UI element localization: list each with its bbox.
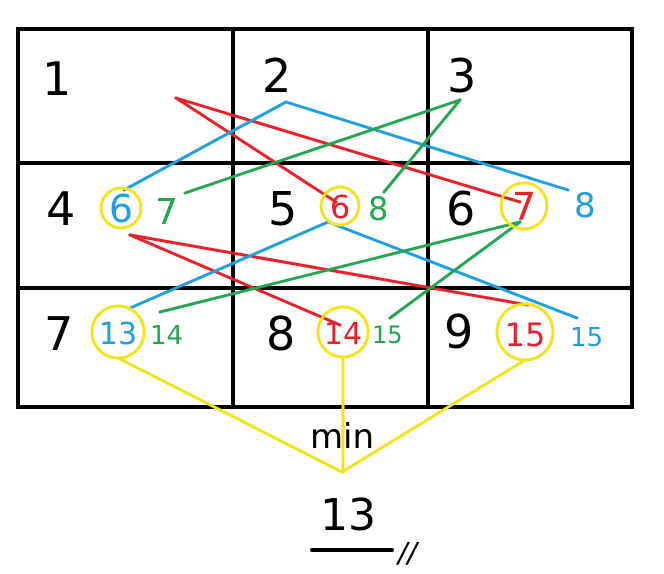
side-values: 7 8 8 14 15 15 (150, 186, 603, 353)
circled-value: 7 (512, 185, 536, 229)
cell-number: 8 (266, 307, 295, 361)
cell-number: 2 (262, 49, 291, 103)
blue-edge (122, 100, 288, 192)
side-value: 8 (368, 190, 388, 228)
grid (16, 27, 634, 409)
min-connector (340, 358, 527, 474)
min-label: min (310, 417, 374, 457)
green-edge (158, 220, 522, 314)
highlight-circle (319, 185, 361, 227)
highlight-circle (99, 186, 143, 230)
grid-border (16, 27, 634, 409)
cell-number: 4 (46, 182, 75, 236)
circled-value: 14 (324, 317, 362, 352)
side-value: 8 (574, 186, 596, 226)
done-mark: // (395, 536, 419, 569)
cell-number: 1 (42, 52, 71, 106)
min-connector (116, 356, 344, 474)
circled-values: 6 6 7 13 14 15 (99, 185, 545, 354)
yellow-highlights (90, 181, 555, 474)
blue-paths (122, 100, 579, 320)
side-value: 15 (570, 323, 603, 353)
side-value: 15 (372, 321, 403, 349)
circled-value: 6 (109, 187, 133, 231)
blue-edge (128, 220, 330, 310)
blue-edge (284, 100, 570, 192)
side-value: 14 (150, 321, 183, 351)
red-edge (128, 233, 342, 327)
cell-number: 9 (444, 305, 473, 359)
cell-number: 6 (446, 182, 475, 236)
circled-value: 6 (330, 188, 350, 226)
green-edge (388, 220, 522, 320)
result-value: 13 (320, 490, 376, 541)
cell-number: 5 (268, 182, 297, 236)
green-edge (183, 98, 462, 195)
circled-value: 15 (505, 316, 546, 354)
green-edge (382, 98, 462, 194)
cell-numbers: 1 2 3 4 5 6 7 8 9 (42, 49, 476, 361)
result-annotation: min 13 // (310, 417, 419, 569)
red-edge (174, 96, 338, 204)
cell-number: 7 (44, 307, 73, 361)
circled-value: 13 (99, 317, 137, 352)
side-value: 7 (155, 192, 178, 233)
cell-number: 3 (447, 49, 476, 103)
red-edge (174, 96, 522, 204)
highlight-circle (499, 181, 549, 231)
green-paths (158, 98, 522, 320)
